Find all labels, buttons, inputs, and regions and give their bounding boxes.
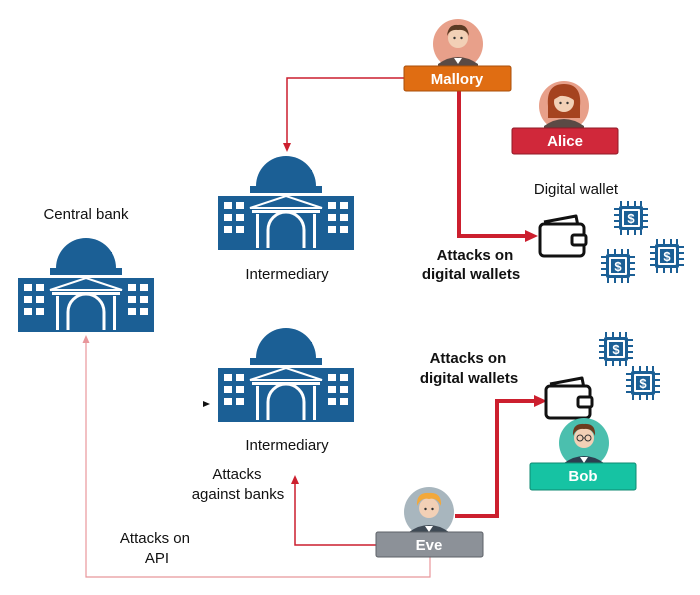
mallory-to-intermediary-line (286, 77, 404, 148)
alice-avatar-icon (539, 81, 589, 131)
central-bank-icon (16, 236, 156, 334)
eve-to-bob-wallet-arrow (455, 399, 537, 518)
bob-wallet-icon (544, 376, 594, 420)
bob-avatar-icon (559, 418, 609, 468)
eve-to-intermediary-arrow (294, 480, 376, 546)
coin-chip-icon (600, 248, 636, 284)
alice-wallet-icon (538, 214, 588, 258)
digital-wallet-label: Digital wallet (534, 181, 619, 198)
intermediary-label-bottom: Intermediary (245, 437, 329, 454)
coin-chip-icon (598, 331, 634, 367)
intermediary-label-top: Intermediary (245, 266, 329, 283)
attacks-banks-label: Attacks against banks (192, 466, 285, 503)
alice-tag: Alice (511, 127, 619, 155)
coin-chip-icon (613, 200, 649, 236)
mallory-tag: Mallory (403, 65, 512, 92)
intermediary-bank-icon-bottom (216, 326, 356, 424)
bob-tag: Bob (529, 462, 637, 491)
svg-text:Eve: Eve (416, 537, 443, 554)
eve-to-central-bank-api-line (85, 338, 431, 578)
eve-tag: Eve (375, 531, 484, 558)
coin-chip-icon (625, 365, 661, 401)
attacks-api-label: Attacks on API (120, 530, 194, 567)
central-bank-label: Central bank (43, 206, 129, 223)
eve-avatar-icon (404, 487, 454, 537)
coin-chip-icon (649, 238, 685, 274)
intermediary-bank-icon-top (216, 154, 356, 252)
attacks-wallets-label-top: Attacks on digital wallets (422, 247, 520, 283)
svg-text:Mallory: Mallory (431, 71, 484, 88)
svg-text:Alice: Alice (547, 133, 583, 150)
mallory-to-wallet-arrow (457, 90, 528, 238)
svg-text:Bob: Bob (568, 468, 597, 485)
mallory-avatar-icon (433, 19, 483, 69)
attacks-wallets-label-bottom: Attacks on digital wallets (420, 350, 518, 387)
